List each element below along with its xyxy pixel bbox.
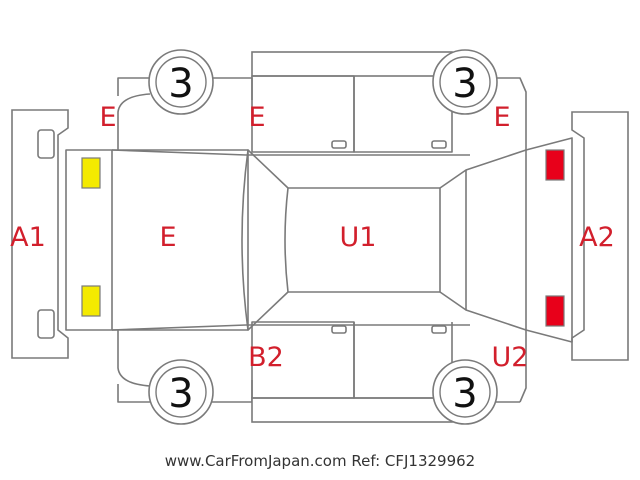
wheel-front-right: 3 xyxy=(148,359,214,425)
wheel-front-right-count: 3 xyxy=(168,371,193,417)
code-roof: U1 xyxy=(340,222,377,253)
wheel-rear-right-count: 3 xyxy=(452,371,477,417)
front-bumper-panel xyxy=(11,109,69,359)
code-rear-quarter-right: U2 xyxy=(492,342,529,373)
code-front-door-left: E xyxy=(248,102,265,133)
wheel-rear-left: 3 xyxy=(432,49,498,115)
code-front-bumper: A1 xyxy=(10,222,46,253)
rear-bumper-panel xyxy=(571,111,629,361)
code-rear-quarter-left: E xyxy=(493,102,510,133)
code-rear-bumper: A2 xyxy=(579,222,615,253)
code-hood: E xyxy=(159,222,176,253)
code-front-door-right: B2 xyxy=(248,342,284,373)
red-lamp-icon xyxy=(545,149,565,327)
footer-watermark: www.CarFromJapan.com Ref: CFJ1329962 xyxy=(165,452,475,470)
wheel-front-left-count: 3 xyxy=(168,61,193,107)
wheel-rear-right: 3 xyxy=(432,359,498,425)
wheel-front-left: 3 xyxy=(148,49,214,115)
yellow-lamp-icon xyxy=(81,157,101,317)
wheel-rear-left-count: 3 xyxy=(452,61,477,107)
code-front-fender-left: E xyxy=(99,102,116,133)
left-side-doors xyxy=(251,51,453,153)
right-side-doors xyxy=(251,321,453,423)
